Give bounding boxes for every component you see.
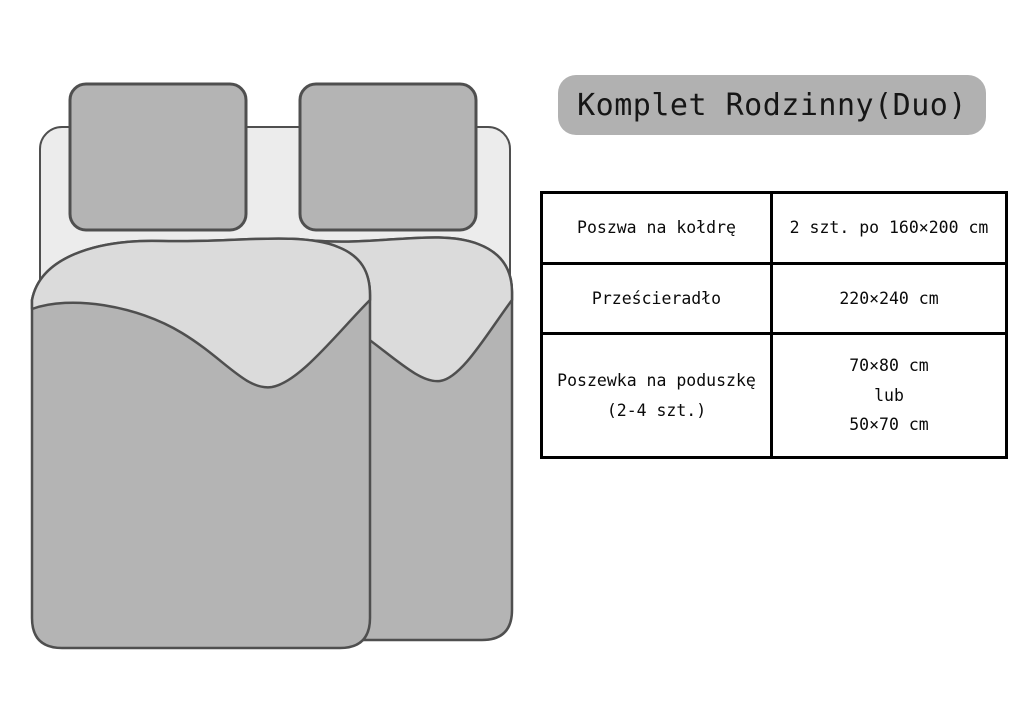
item-size-alt: 50×70 cm <box>849 415 929 435</box>
item-name: Prześcieradło <box>591 288 722 308</box>
table-row-label: Poszewka na poduszkę (2-4 szt.) <box>543 335 773 456</box>
duvet-left-fold <box>30 237 372 389</box>
bedding-set-illustration <box>30 82 514 650</box>
table-row-value: 2 szt. po 160×200 cm <box>773 194 1005 265</box>
item-size-or: lub <box>874 385 904 405</box>
table-row-label: Prześcieradło <box>543 265 773 335</box>
size-spec-table: Poszwa na kołdrę 2 szt. po 160×200 cm Pr… <box>540 191 1008 459</box>
table-row-value: 220×240 cm <box>773 265 1005 335</box>
item-size: 2 szt. po 160×200 cm <box>789 218 989 238</box>
pillow-right <box>298 82 478 232</box>
item-name: Poszewka na poduszkę <box>557 370 756 390</box>
item-name: Poszwa na kołdrę <box>577 218 736 238</box>
item-size: 220×240 cm <box>839 288 939 308</box>
pillow-left <box>68 82 248 232</box>
item-name-line2: (2-4 szt.) <box>606 400 707 420</box>
table-row-label: Poszwa na kołdrę <box>543 194 773 265</box>
item-size: 70×80 cm <box>849 355 929 375</box>
table-row-value: 70×80 cm lub 50×70 cm <box>773 335 1005 456</box>
page-title: Komplet Rodzinny(Duo) <box>558 75 986 135</box>
